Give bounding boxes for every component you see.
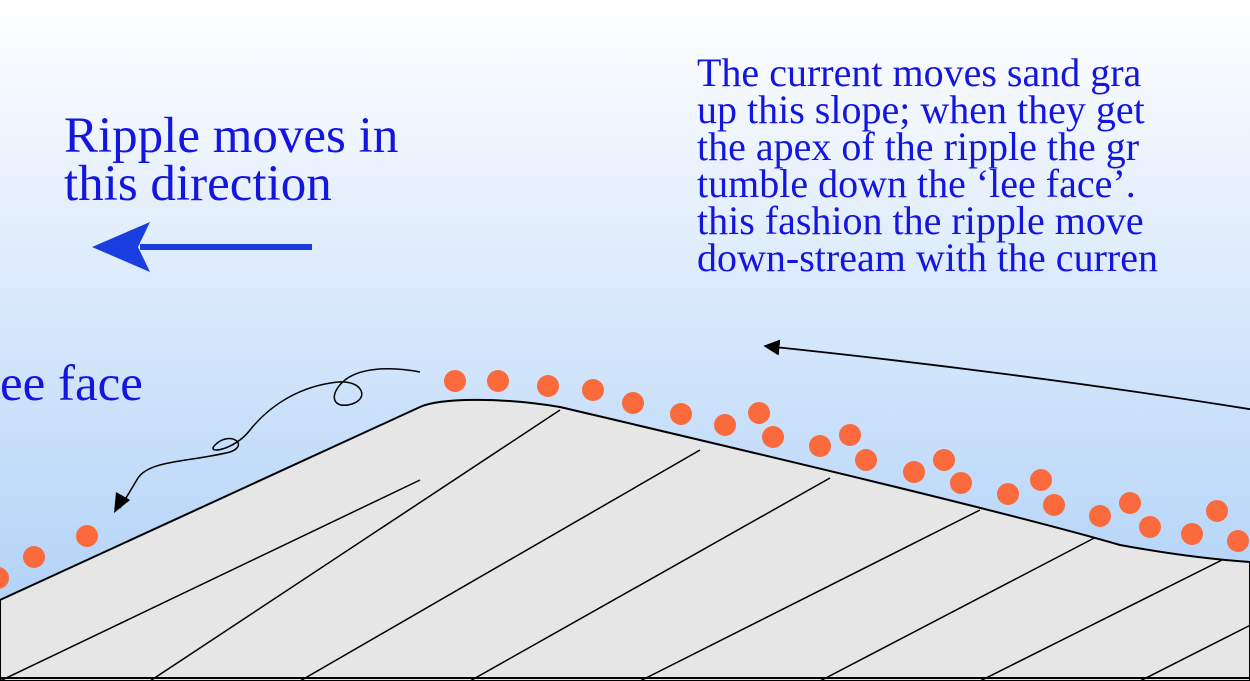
tumble-arrow [119,367,421,509]
sand-grains [0,370,1249,589]
current-arrow [763,339,1250,411]
lee-face-label: ee face [0,356,143,412]
direction-arrow [92,222,312,272]
direction-label: Ripple moves in this direction [64,108,399,212]
current-description-label: The current moves sand gra up this slope… [697,50,1158,280]
cross-bedding-laminae [0,409,1250,681]
tumble-arrow-head [114,492,130,513]
ripple-body [0,398,1250,681]
